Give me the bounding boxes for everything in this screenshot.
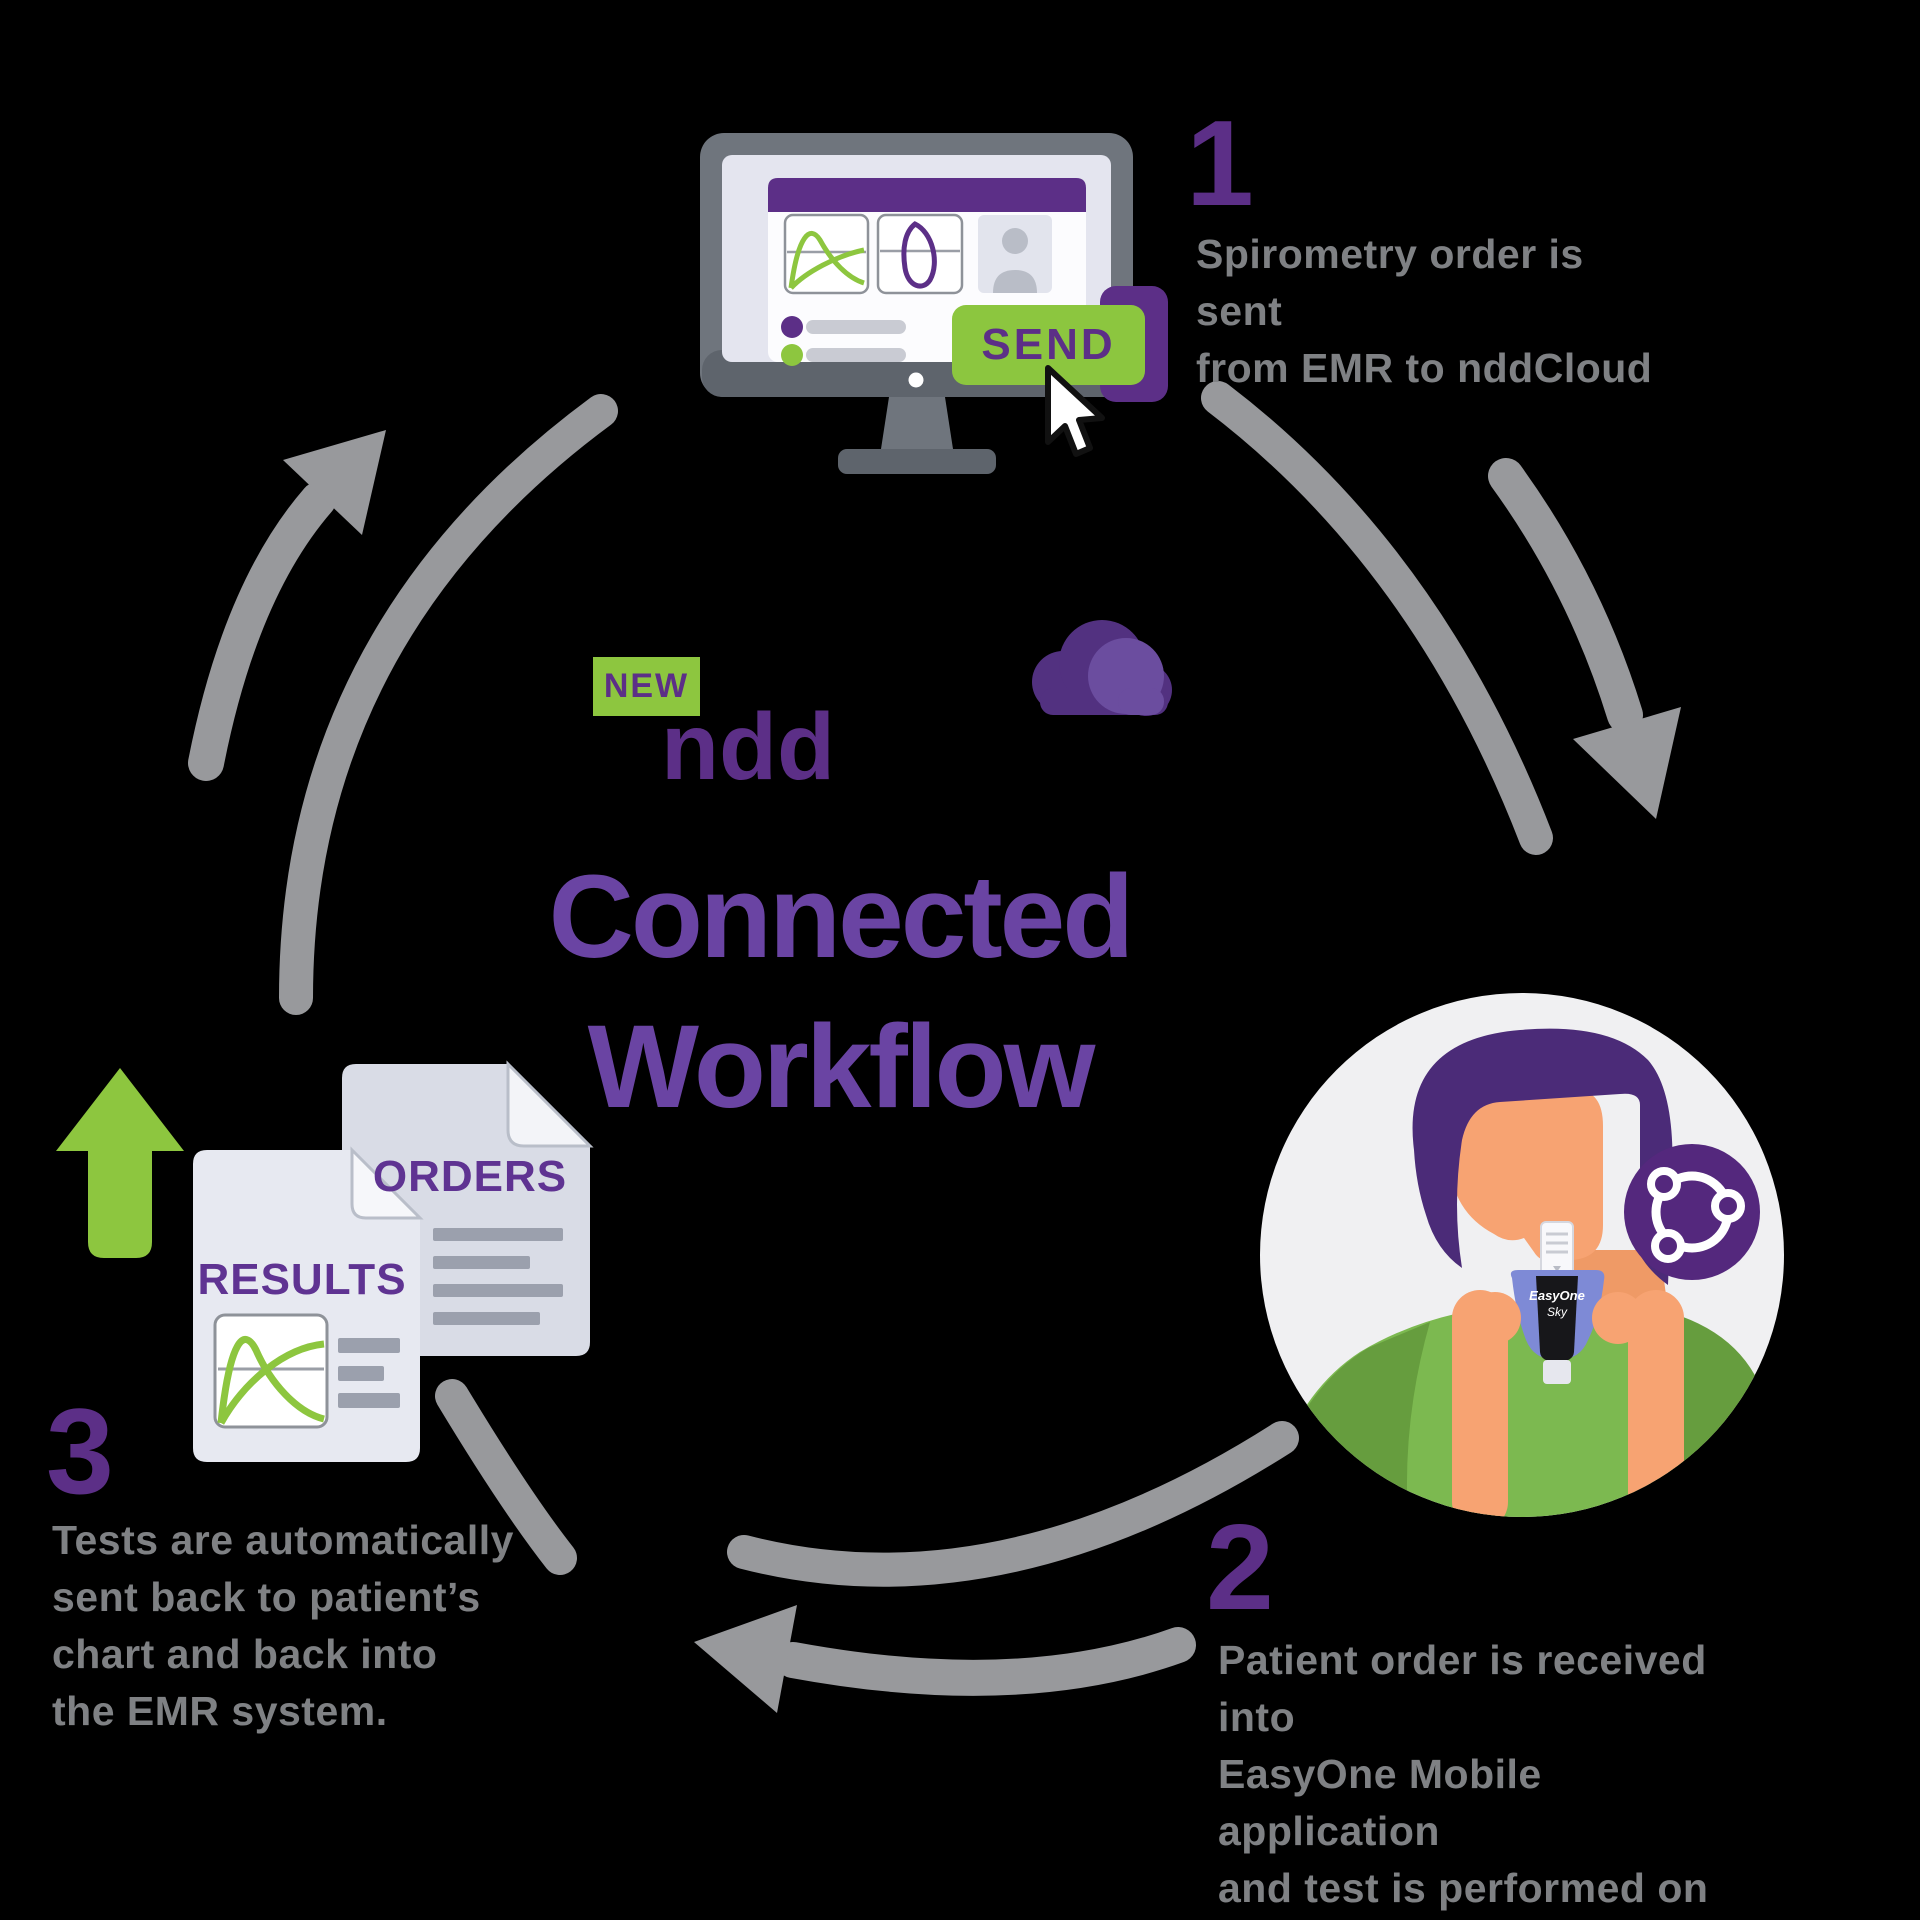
orders-document-label: ORDERS — [372, 1152, 568, 1201]
monitor-stand — [881, 397, 953, 449]
step-3-text: Tests are automatically sent back to pat… — [52, 1517, 514, 1734]
step-1-number: 1 — [1186, 95, 1254, 231]
cycle-circle-segment — [435, 1379, 577, 1575]
person-arm — [1452, 1290, 1508, 1517]
results-document — [193, 1146, 424, 1462]
flow-volume-chart-icon — [783, 213, 870, 295]
share-network-icon — [1624, 1144, 1760, 1280]
device-label-line1: EasyOne — [1529, 1288, 1585, 1303]
person-hair — [1412, 1028, 1673, 1285]
cycle-arrow-down-right-icon — [1488, 458, 1681, 819]
cycle-arrow-icons — [188, 381, 1681, 1713]
monitor-power-dot — [908, 372, 924, 388]
flow-volume-chart-icon — [213, 1313, 329, 1429]
cloud-icon — [1032, 620, 1172, 716]
folded-corner-icon — [350, 1146, 424, 1220]
cycle-circle-segment — [1201, 381, 1553, 855]
person-face — [1448, 1089, 1603, 1262]
documents-illustration — [56, 1060, 594, 1462]
results-document-label: RESULTS — [197, 1255, 407, 1304]
step-2-number: 2 — [1206, 1499, 1274, 1635]
cycle-circle-segment — [279, 394, 618, 1015]
brand-name: ndd — [660, 694, 836, 800]
monitor-stand-base — [838, 449, 996, 474]
device-label-line2: Sky — [1547, 1305, 1568, 1319]
new-badge: NEW — [593, 657, 700, 716]
easyone-sky-device: EasyOne Sky — [1510, 1270, 1605, 1384]
step-2-text: Patient order is received into EasyOne M… — [1218, 1637, 1709, 1911]
arrow-up-icon — [56, 1068, 184, 1258]
step-1-text: Spirometry order is sent from EMR to ndd… — [1196, 231, 1653, 391]
person-arm — [1628, 1290, 1684, 1517]
avatar-icon — [978, 215, 1052, 293]
patient-test-illustration: EasyOne Sky — [1260, 993, 1784, 1517]
spirette-mouthpiece — [1540, 1221, 1574, 1279]
cycle-arrow-left-icon — [694, 1605, 1196, 1713]
cycle-arrow-up-left-icon — [188, 430, 386, 781]
folded-corner-icon — [506, 1060, 594, 1148]
page-title: Connected Workflow — [548, 851, 1135, 1133]
screen-header-bar — [768, 178, 1086, 212]
loop-chart-icon — [876, 213, 964, 295]
person-hand — [1592, 1292, 1644, 1344]
cursor-icon — [1045, 365, 1105, 457]
order-list-rows — [781, 316, 906, 366]
step-3-number: 3 — [46, 1383, 114, 1519]
person-hand — [1469, 1292, 1521, 1344]
cycle-circle-segment — [727, 1421, 1299, 1587]
